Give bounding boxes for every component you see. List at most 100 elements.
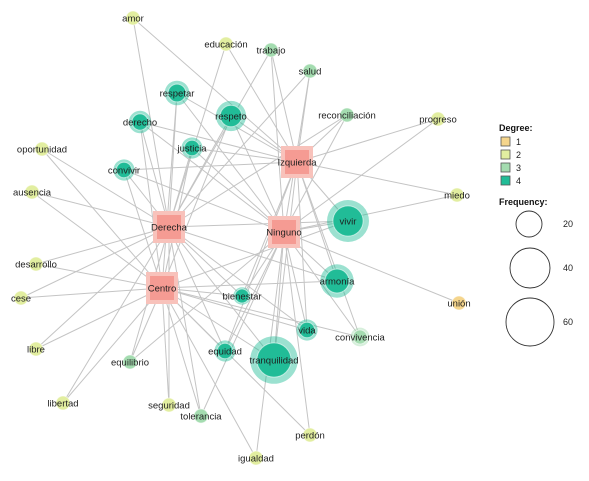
word-label: respetar <box>160 89 195 100</box>
edge-reconciliacion-derecha <box>168 114 348 228</box>
word-label: educación <box>204 40 247 51</box>
frequency-circle <box>505 297 555 347</box>
word-label: perdón <box>295 431 325 442</box>
word-node-derecho[interactable]: derecho <box>123 110 157 134</box>
degree-swatch <box>500 136 511 147</box>
edge-tolerancia-derecha <box>168 226 202 417</box>
word-node-respeto[interactable]: respeto <box>215 100 247 132</box>
degree-dot <box>256 342 292 378</box>
edge-progreso-izquierda <box>296 118 439 163</box>
degree-dot <box>115 161 133 179</box>
degree-legend-item-4: 4 <box>500 175 521 186</box>
word-nodes: amor educación trabajo salud respetar respeto… <box>11 10 471 466</box>
edge-tranquilidad-izquierda <box>273 161 298 361</box>
word-label: igualdad <box>238 454 274 465</box>
edge-union-ninguno <box>283 231 460 304</box>
edge-oportunidad-derecha <box>41 148 170 228</box>
frequency-legend-item-20: 20 <box>515 210 573 238</box>
word-node-vida[interactable]: vida <box>296 319 318 341</box>
word-label: cese <box>11 294 31 305</box>
word-label: respeto <box>215 112 247 123</box>
edge-seguridad-centro <box>161 287 170 406</box>
word-node-equilibrio[interactable]: equilibrio <box>111 354 149 370</box>
edge-vida-izquierda <box>296 161 308 331</box>
degree-dot <box>451 295 467 311</box>
word-label: salud <box>299 67 322 78</box>
word-node-justicia[interactable]: justicia <box>176 137 207 159</box>
word-node-libre[interactable]: libre <box>27 341 45 357</box>
degree-dot <box>122 354 138 370</box>
word-node-vivir[interactable]: vivir <box>327 200 369 242</box>
word-label: derecho <box>123 118 157 129</box>
edge-convivencia-ninguno <box>283 231 361 338</box>
word-node-desarrollo[interactable]: desarrollo <box>15 256 57 272</box>
frequency-legend: 20 40 60 <box>505 210 573 347</box>
word-node-igualdad[interactable]: igualdad <box>238 450 274 466</box>
degree-dot <box>167 83 187 103</box>
word-label: equidad <box>208 347 242 358</box>
word-label: libertad <box>47 399 78 410</box>
word-label: amor <box>122 14 144 25</box>
word-node-tranquilidad[interactable]: tranquilidad <box>249 336 299 384</box>
word-label: equilibrio <box>111 358 149 369</box>
word-node-union[interactable]: unión <box>447 295 471 311</box>
degree-dot <box>302 427 318 443</box>
degree-dot <box>332 205 364 237</box>
edge-tranquilidad-ninguno <box>273 231 285 361</box>
frequency-legend-item-40: 40 <box>509 247 573 289</box>
category-node-ninguno[interactable]: Ninguno <box>266 216 302 248</box>
word-label: libre <box>27 345 45 356</box>
edge-tolerancia-centro <box>161 287 202 417</box>
word-label: convivencia <box>335 333 385 344</box>
edge-derecho-derecha <box>139 121 170 228</box>
degree-dot <box>352 329 368 345</box>
word-node-tolerancia[interactable]: tolerancia <box>180 408 222 424</box>
word-node-perdon[interactable]: perdón <box>295 427 325 443</box>
word-node-respetar[interactable]: respetar <box>160 80 195 106</box>
degree-dot <box>449 187 465 203</box>
word-node-miedo[interactable]: miedo <box>444 187 470 203</box>
frequency-legend-label: 60 <box>563 317 573 327</box>
edge-respeto-ninguno <box>230 115 285 233</box>
category-node-derecha[interactable]: Derecha <box>151 211 188 243</box>
word-node-oportunidad[interactable]: oportunidad <box>17 141 67 157</box>
degree-dot <box>125 10 141 26</box>
degree-dot <box>324 268 350 294</box>
word-node-salud[interactable]: salud <box>299 63 322 79</box>
word-node-convivir[interactable]: convivir <box>108 159 140 181</box>
word-node-bienestar[interactable]: bienestar <box>222 287 262 305</box>
degree-dot <box>216 342 234 360</box>
word-node-ausencia[interactable]: ausencia <box>13 184 52 200</box>
edge-respetar-izquierda <box>176 92 298 163</box>
frequency-legend-title: Frequency: <box>499 197 548 207</box>
word-node-seguridad[interactable]: seguridad <box>148 397 190 413</box>
word-label: seguridad <box>148 401 190 412</box>
degree-dot <box>13 290 29 306</box>
word-node-convivencia[interactable]: convivencia <box>335 327 386 347</box>
edge-justicia-izquierda <box>191 147 298 163</box>
word-node-cese[interactable]: cese <box>11 290 31 306</box>
word-node-trabajo[interactable]: trabajo <box>256 42 286 58</box>
edge-convivir-ninguno <box>123 169 285 233</box>
category-label: Izquierda <box>277 158 317 169</box>
word-label: vida <box>298 326 316 337</box>
word-label: armonía <box>320 277 356 288</box>
frequency-legend-label: 20 <box>563 219 573 229</box>
word-node-educacion[interactable]: educación <box>204 36 248 52</box>
word-node-reconciliacion[interactable]: reconciliación <box>318 107 376 123</box>
degree-dot <box>161 397 177 413</box>
category-node-izquierda[interactable]: Izquierda <box>277 146 317 178</box>
word-node-amor[interactable]: amor <box>122 10 144 26</box>
edge-trabajo-izquierda <box>270 49 298 163</box>
edge-convivir-centro <box>123 169 163 289</box>
degree-dot <box>28 341 44 357</box>
word-node-progreso[interactable]: progreso <box>419 111 457 127</box>
edge-respetar-centro <box>161 92 178 289</box>
word-node-equidad[interactable]: equidad <box>208 340 242 362</box>
degree-legend-item-2: 2 <box>500 149 521 160</box>
word-node-libertad[interactable]: libertad <box>47 395 79 411</box>
category-node-centro[interactable]: Centro <box>146 272 178 304</box>
edge-educacion-izquierda <box>225 43 298 163</box>
word-node-armonia[interactable]: armonía <box>320 264 356 298</box>
